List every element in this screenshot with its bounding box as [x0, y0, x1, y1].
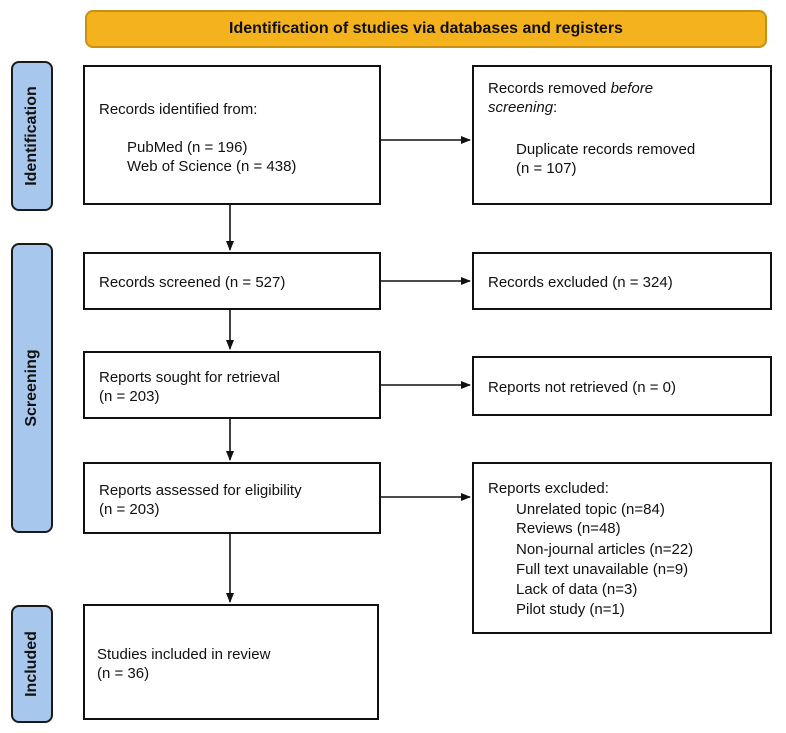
- exclusion-reason: Lack of data (n=3): [516, 581, 638, 598]
- records-removed-title-screening: screening: [488, 99, 554, 116]
- header-title: Identification of studies via databases …: [229, 20, 623, 37]
- reports-assessed-box: Reports assessed for eligibility (n = 20…: [83, 462, 381, 534]
- duplicate-records-label: Duplicate records removed: [516, 141, 696, 158]
- source-pubmed: PubMed (n = 196): [127, 139, 248, 156]
- exclusion-reason: Full text unavailable (n=9): [516, 561, 689, 578]
- section-header: Identification of studies via databases …: [85, 10, 767, 48]
- records-excluded-label: Records excluded (n = 324): [488, 274, 673, 291]
- records-removed-title-end: :: [553, 99, 558, 116]
- phase-included: Included: [11, 605, 53, 723]
- duplicate-records-count: (n = 107): [516, 160, 577, 177]
- records-screened-label: Records screened (n = 527): [99, 274, 286, 291]
- reports-not-retrieved-box: Reports not retrieved (n = 0): [472, 356, 772, 416]
- phase-identification: Identification: [11, 61, 53, 211]
- records-removed-title-start: Records removed: [488, 80, 611, 97]
- exclusion-reason: Non-journal articles (n=22): [516, 541, 694, 558]
- studies-included-label: Studies included in review: [97, 646, 271, 663]
- exclusion-reason: Unrelated topic (n=84): [516, 501, 665, 518]
- reports-assessed-label: Reports assessed for eligibility: [99, 482, 302, 499]
- records-screened-box: Records screened (n = 527): [83, 252, 381, 310]
- records-identified-title: Records identified from:: [99, 101, 258, 118]
- reports-not-retrieved-label: Reports not retrieved (n = 0): [488, 379, 677, 396]
- reports-assessed-count: (n = 203): [99, 501, 160, 518]
- records-removed-box: Records removed before screening: Duplic…: [472, 65, 772, 205]
- records-excluded-box: Records excluded (n = 324): [472, 252, 772, 310]
- phase-identification-label: Identification: [23, 86, 40, 186]
- studies-included-box: Studies included in review (n = 36): [83, 604, 379, 720]
- phase-screening: Screening: [11, 243, 53, 533]
- reports-sought-box: Reports sought for retrieval (n = 203): [83, 351, 381, 419]
- phase-included-label: Included: [23, 631, 40, 697]
- records-removed-title-before: before: [610, 80, 654, 97]
- reports-excluded-title: Reports excluded:: [488, 480, 609, 497]
- reports-excluded-box: Reports excluded: Unrelated topic (n=84)…: [472, 462, 772, 634]
- exclusion-reason: Reviews (n=48): [516, 520, 621, 537]
- records-identified-box: Records identified from: PubMed (n = 196…: [83, 65, 381, 205]
- studies-included-count: (n = 36): [97, 665, 150, 682]
- reports-sought-label: Reports sought for retrieval: [99, 369, 280, 386]
- reports-sought-count: (n = 203): [99, 388, 160, 405]
- exclusion-reason: Pilot study (n=1): [516, 601, 625, 618]
- phase-screening-label: Screening: [23, 349, 40, 427]
- records-removed-title-line2: screening:: [488, 98, 557, 117]
- records-removed-title: Records removed before: [488, 79, 653, 98]
- source-web-of-science: Web of Science (n = 438): [127, 158, 297, 175]
